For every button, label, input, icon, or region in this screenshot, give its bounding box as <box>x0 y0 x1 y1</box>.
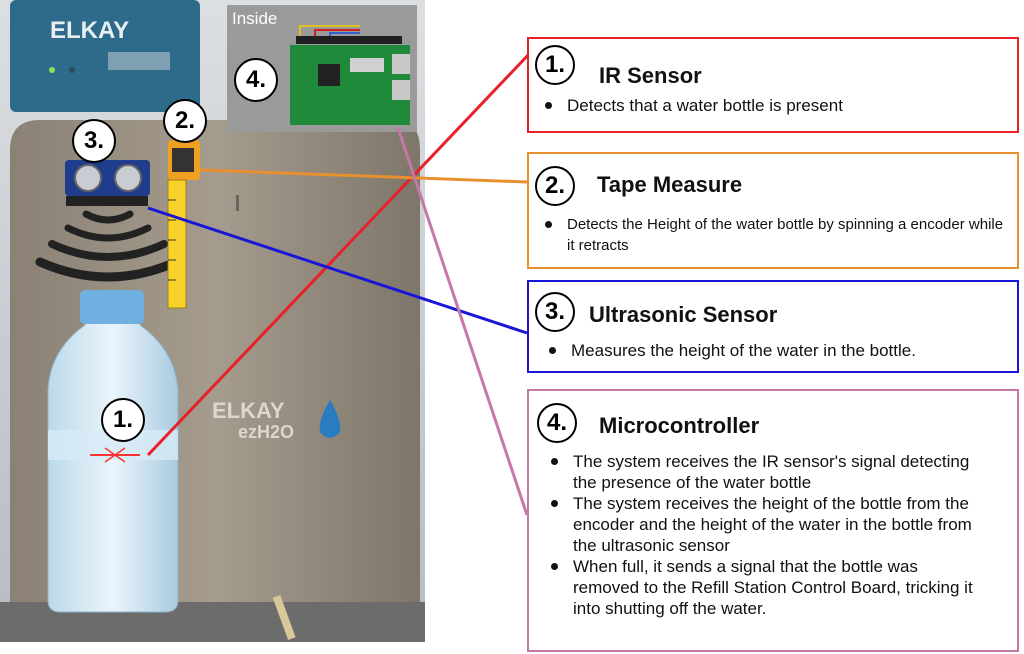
marker-tape: 2. <box>163 99 207 143</box>
callout-bullet: The system receives the IR sensor's sign… <box>545 451 985 493</box>
ultrasonic-connector-line <box>147 206 528 335</box>
callout-ir-sensor: 1. IR Sensor Detects that a water bottle… <box>527 37 1019 133</box>
marker-ir: 1. <box>101 398 145 442</box>
marker-ultrasonic: 3. <box>72 119 116 163</box>
filter-status-light <box>49 67 55 73</box>
sub-logo: ezH2O <box>238 422 294 442</box>
callout-microcontroller: 4. Microcontroller The system receives t… <box>527 389 1019 652</box>
top-display-panel <box>10 0 200 112</box>
sensor-mount <box>66 196 148 206</box>
inside-label: Inside <box>232 9 278 28</box>
tray-handle <box>272 594 296 640</box>
callout-number: 2. <box>535 166 575 206</box>
callout-tape-measure: 2. Tape Measure Detects the Height of th… <box>527 152 1019 269</box>
bottle-cap <box>80 290 144 324</box>
callout-bullet: Measures the height of the water in the … <box>543 340 1009 361</box>
ir-connector-line <box>146 51 532 457</box>
panel-slot <box>236 195 239 211</box>
callout-title: Ultrasonic Sensor <box>589 302 778 327</box>
bottle-counter-display <box>108 52 170 70</box>
callout-number: 1. <box>535 45 575 85</box>
water-drop-icon <box>319 400 341 438</box>
callout-title: IR Sensor <box>599 63 702 88</box>
top-logo: ELKAY <box>50 17 129 44</box>
marker-micro: 4. <box>234 58 278 102</box>
callout-ultrasonic-sensor: 3. Ultrasonic Sensor Measures the height… <box>527 280 1019 373</box>
callout-number: 4. <box>537 403 577 443</box>
callout-title: Tape Measure <box>597 172 743 197</box>
tape-connector-line <box>199 168 528 184</box>
callout-title: Microcontroller <box>599 413 760 438</box>
sound-waves-icon <box>35 210 181 282</box>
callout-bullet: Detects that a water bottle is present <box>539 95 1009 116</box>
callout-bullet: When full, it sends a signal that the bo… <box>545 556 985 619</box>
tape-blade <box>167 179 187 309</box>
mid-logo: ELKAY <box>212 398 285 423</box>
callout-bullet: Detects the Height of the water bottle b… <box>539 214 1009 256</box>
status-light <box>69 67 75 73</box>
callout-number: 3. <box>535 292 575 332</box>
micro-connector-line <box>396 127 529 516</box>
callout-bullet: The system receives the height of the bo… <box>545 493 985 556</box>
